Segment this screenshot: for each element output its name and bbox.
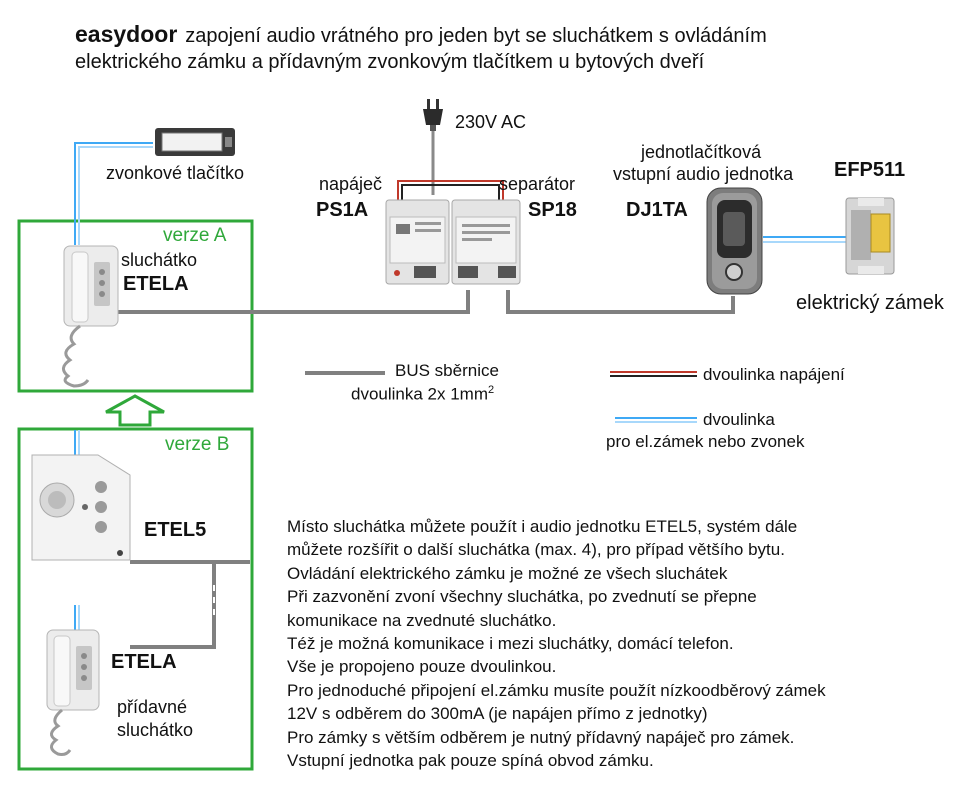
legend-lock-swatch [615, 417, 697, 423]
note-line: Při zazvonění zvoní všechny sluchátka, p… [287, 587, 757, 607]
mains-plug-icon [423, 99, 443, 131]
lock-wire [763, 236, 846, 243]
lock-label: elektrický zámek [796, 292, 944, 314]
entry-unit-line1: jednotlačítková [641, 142, 762, 162]
note-line: Též je možná komunikace i mezi sluchátky… [287, 634, 734, 654]
entry-unit-model: DJ1TA [626, 199, 688, 221]
separator-unit-icon [451, 199, 521, 285]
doorbell-button-icon [155, 128, 235, 156]
legend-lock-label-1: dvoulinka [703, 410, 775, 429]
note-line: 12V s odběrem do 300mA (je napájen přímo… [287, 704, 708, 724]
power-wire [397, 180, 504, 203]
handset-model: ETELA [123, 273, 189, 295]
legend-power-swatch [610, 371, 697, 377]
note-line: Vstupní jednotka pak pouze spíná obvod z… [287, 751, 654, 771]
entry-unit-icon [706, 187, 763, 295]
extra-handset-label-1: přídavné [117, 697, 188, 717]
entry-unit-line2: vstupní audio jednotka [613, 164, 794, 184]
extra-handset-icon [46, 629, 100, 756]
etel5-blue-wire [74, 430, 80, 455]
extra-handset-label-2: sluchátko [117, 720, 194, 740]
legend-bus-sup: 2 [488, 384, 495, 396]
extra-handset-blue-wire [74, 605, 80, 630]
note-line: Pro jednoduché připojení el.zámku musíte… [287, 680, 826, 700]
version-b-label: verze B [165, 434, 230, 455]
psu-model: PS1A [316, 199, 369, 221]
note-line: Místo sluchátka můžete použít i audio je… [287, 517, 798, 536]
note-line: komunikace na zvednuté sluchátko. [287, 610, 557, 630]
mains-label: 230V AC [455, 112, 527, 132]
bus-wire [118, 290, 735, 649]
etel5-unit-icon [31, 454, 131, 561]
psu-label: napáječ [319, 174, 383, 194]
psu-unit-icon [385, 199, 450, 285]
legend-power-label: dvoulinka napájení [703, 365, 845, 384]
notes-block: Místo sluchátka můžete použít i audio je… [287, 515, 826, 772]
version-a-label: verze A [163, 225, 227, 246]
version-a-frame [17, 219, 254, 393]
legend-bus-spec: dvoulinka 2x 1mm2 [351, 384, 494, 405]
note-line: Ovládání elektrického zámku je možné ze … [287, 563, 728, 583]
title-text: zapojení audio vrátného pro jeden byt se… [185, 25, 767, 47]
note-line: můžete rozšířit o další sluchátka (max. … [287, 540, 785, 560]
handset-label: sluchátko [121, 250, 198, 270]
legend-bus-title: BUS sběrnice [395, 361, 499, 380]
upgrade-arrow-icon [105, 394, 165, 427]
etela-handset-icon [62, 245, 119, 388]
brand-name: easydoor [75, 21, 178, 47]
extra-handset-model: ETELA [111, 651, 177, 673]
etel5-model: ETEL5 [144, 519, 207, 541]
title-line-1: easydoor zapojení audio vrátného pro jede… [75, 22, 767, 48]
note-line: Pro zámky s větším odběrem je nutný příd… [287, 727, 795, 747]
note-line: Vše je propojeno pouze dvoulinkou. [287, 657, 557, 677]
electric-lock-icon [845, 197, 895, 275]
lock-model: EFP511 [834, 159, 906, 181]
separator-label: separátor [499, 174, 576, 194]
separator-model: SP18 [528, 199, 577, 221]
legend-bus-spec-text: dvoulinka 2x 1mm [351, 384, 489, 404]
title-line-2: elektrického zámku a přídavným zvonkovým… [75, 51, 705, 73]
doorbell-wire [74, 142, 153, 245]
doorbell-button-label: zvonkové tlačítko [106, 163, 245, 183]
version-b-frame [17, 427, 254, 771]
legend-lock-label-2: pro el.zámek nebo zvonek [606, 432, 805, 451]
